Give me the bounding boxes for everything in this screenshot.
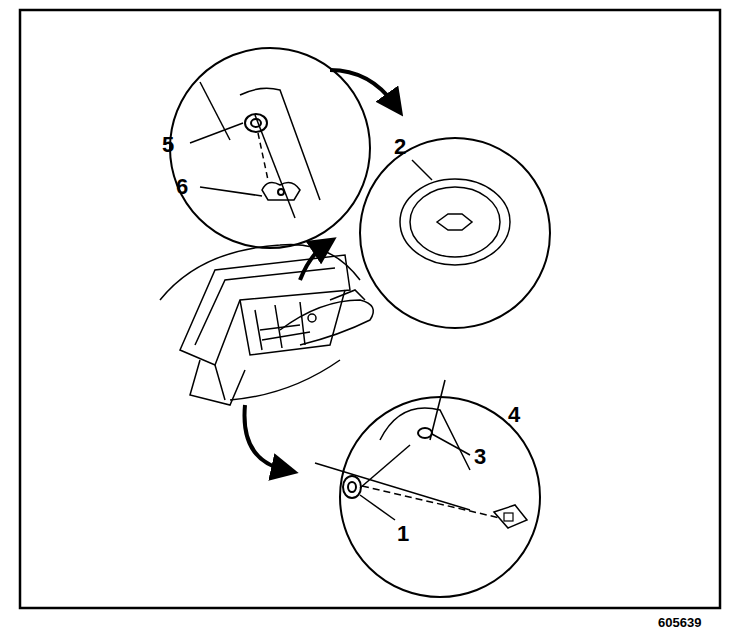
frame bbox=[20, 10, 720, 608]
callout-number: 5 bbox=[162, 134, 174, 156]
callout-number: 2 bbox=[394, 136, 406, 158]
instrument-panel bbox=[160, 244, 373, 405]
detail-view-top-left bbox=[170, 48, 370, 248]
detail-view-bottom bbox=[315, 380, 540, 597]
callout-number: 6 bbox=[176, 176, 188, 198]
callout-number: 3 bbox=[474, 446, 486, 468]
view-arrow bbox=[330, 70, 395, 105]
view-arrow bbox=[245, 405, 286, 470]
detail-view-top-right bbox=[360, 138, 550, 328]
figure-number: 605639 bbox=[658, 616, 701, 629]
callout-number: 1 bbox=[397, 523, 409, 545]
callout-number: 4 bbox=[508, 404, 520, 426]
view-arrow bbox=[300, 245, 325, 280]
